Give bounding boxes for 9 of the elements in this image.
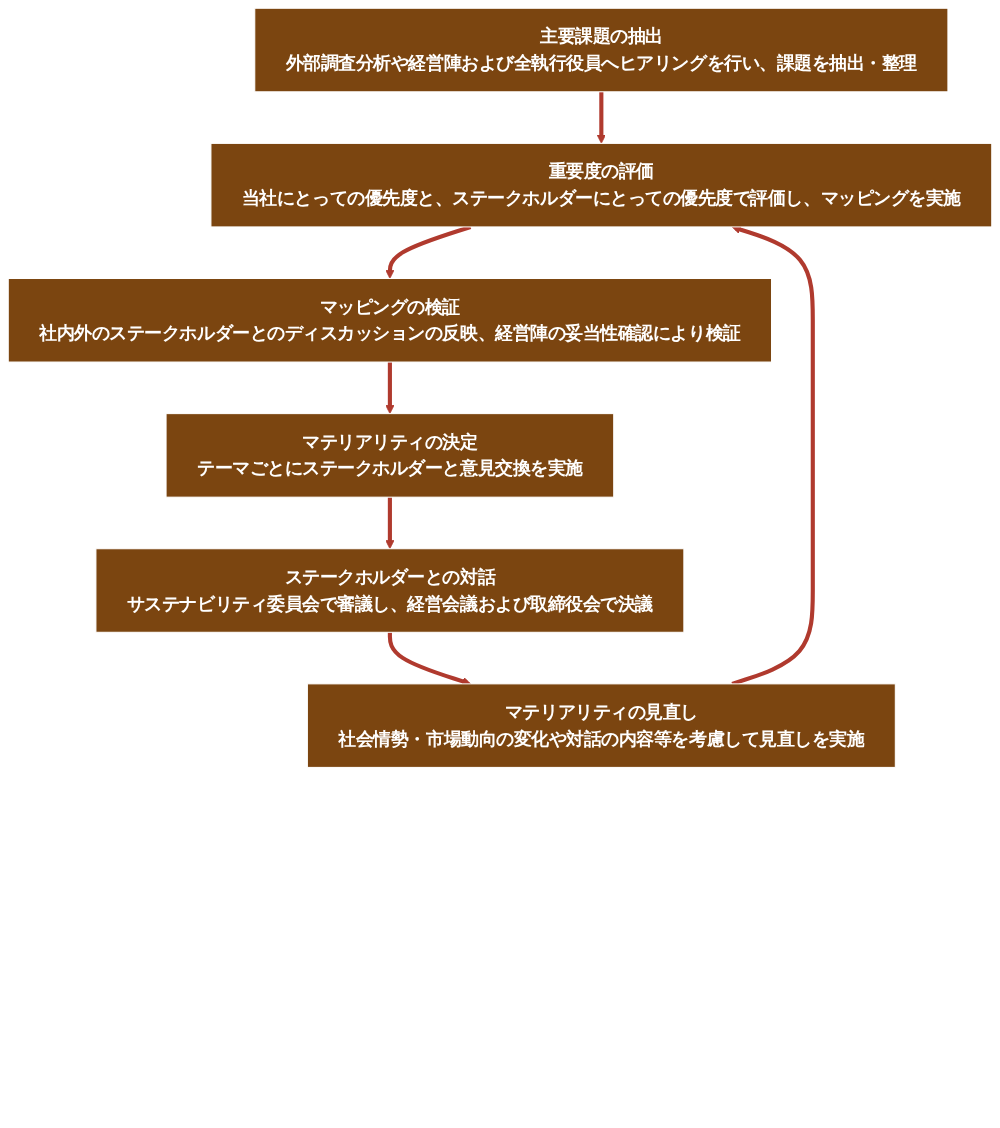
node-box: 主要課題の抽出 外部調査分析や経営陣および全執行役員へヒアリングを行い、課題を抽出・整理: [254, 7, 949, 93]
node-box: 重要度の評価 当社にとっての優先度と、ステークホルダーにとっての優先度で評価し、マッピングを実施: [210, 142, 993, 228]
node-box: ステークホルダーとの対話 サステナビリティ委員会で審議し、経営会議および取締役会で決議: [95, 548, 685, 633]
node-box: マッピングの検証 社内外のステークホルダーとのディスカッションの反映、経営陣の妥当性確認により検証: [7, 277, 773, 363]
node-box: マテリアリティの決定 テーマごとにステークホルダーと意見交換を実施: [165, 413, 615, 498]
arrow: [385, 497, 395, 550]
arrow: [596, 91, 606, 144]
node-box: マテリアリティの見直し 社会情勢・市場動向の変化や対話の内容等を考慮して見直しを実施: [306, 683, 896, 768]
arrow: [385, 362, 395, 415]
